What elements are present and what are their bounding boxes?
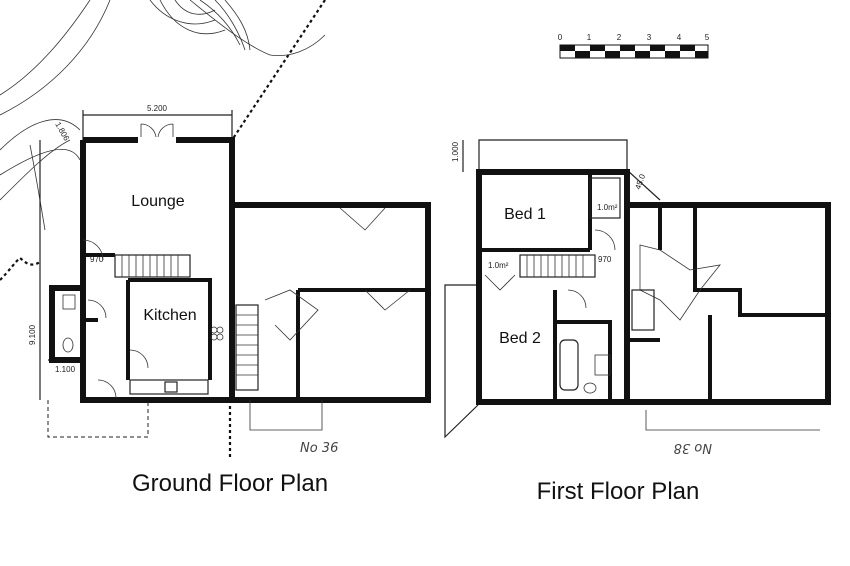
scale-tick-4: 4 xyxy=(677,33,682,42)
first-angle-dimension: 45.0 xyxy=(633,172,647,190)
scale-tick-0: 0 xyxy=(558,33,563,42)
ground-width-dimension: 5.200 xyxy=(147,104,168,113)
first-floor-plan: 1.000 45.0 1.0m² 1.0m² 970 Bed 1 Bed 2 xyxy=(444,139,831,505)
ground-floor-plan: 5.200 1.806 9.100 1.100 xyxy=(28,104,431,497)
ground-door-width: 970 xyxy=(90,255,104,264)
kitchen-label: Kitchen xyxy=(143,307,196,324)
first-floor-title: First Floor Plan xyxy=(537,478,700,505)
ground-floor-title: Ground Floor Plan xyxy=(132,470,328,497)
bed-2-label: Bed 2 xyxy=(499,330,541,347)
porch-dimension: 1.100 xyxy=(55,365,76,374)
first-offset-dimension: 1.000 xyxy=(451,141,460,162)
bed-1-label: Bed 1 xyxy=(504,206,546,223)
scale-tick-3: 3 xyxy=(647,33,652,42)
ground-offset-dimension: 1.806 xyxy=(53,121,71,143)
cupboard-1-label: 1.0m² xyxy=(597,203,618,212)
scale-tick-1: 1 xyxy=(587,33,592,42)
garden-landscaping xyxy=(0,0,326,281)
ground-depth-dimension: 9.100 xyxy=(28,324,37,345)
neighbour-38-label: No 38 xyxy=(674,440,712,455)
scale-bar: 0 1 2 3 4 5 xyxy=(558,33,710,59)
first-stairs xyxy=(519,254,596,278)
ground-stairs xyxy=(114,254,191,278)
lounge-label: Lounge xyxy=(131,193,184,210)
cupboard-2-label: 1.0m² xyxy=(488,261,509,270)
scale-tick-5: 5 xyxy=(705,33,710,42)
neighbour-36-label: No 36 xyxy=(300,441,338,456)
scale-tick-2: 2 xyxy=(617,33,622,42)
first-door-width: 970 xyxy=(598,255,612,264)
